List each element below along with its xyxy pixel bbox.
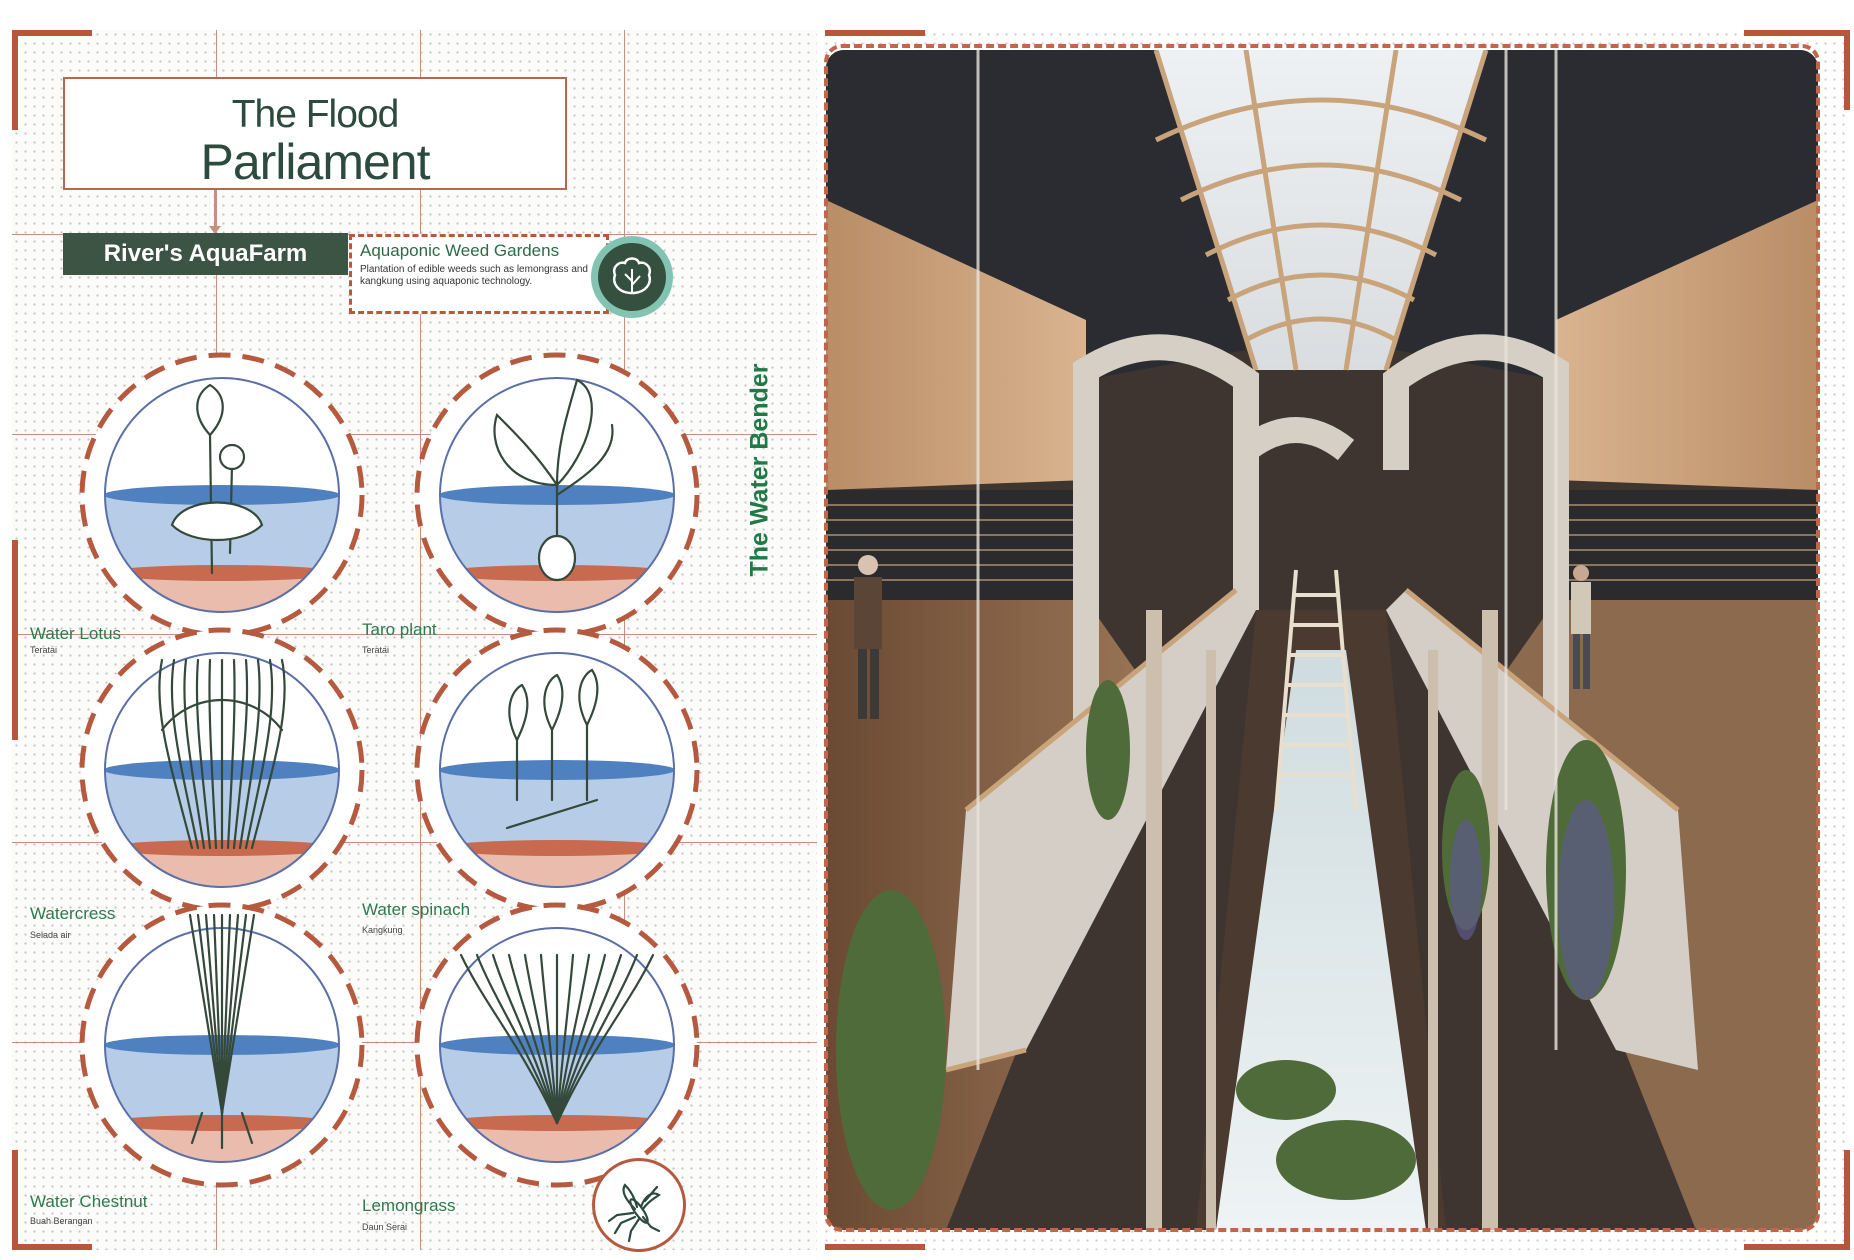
- lotus-icon: [79, 352, 365, 638]
- lettuce-icon: [598, 243, 666, 311]
- plant-label-water-chestnut: Water Chestnut: [30, 1192, 148, 1211]
- interior-atrium-render: [826, 50, 1818, 1230]
- title-line-1: The Flood: [231, 93, 400, 136]
- water-chestnut-icon: [79, 902, 365, 1188]
- section-label: River's AquaFarm: [63, 233, 348, 275]
- taro-icon: [414, 352, 700, 638]
- plant-local-watercress: Selada air: [30, 930, 71, 940]
- plant-label-taro: Taro plant: [362, 620, 437, 639]
- plant-local-lemongrass: Daun Serai: [362, 1222, 408, 1232]
- plant-circles: [79, 352, 700, 1188]
- plant-label-watercress: Watercress: [30, 904, 116, 923]
- plant-local-taro: Teratai: [362, 645, 390, 655]
- aquaponic-title: Aquaponic Weed Gardens: [360, 241, 560, 260]
- plant-local-water-lotus: Teratai: [30, 645, 58, 655]
- watercress-icon: [79, 627, 365, 913]
- plant-local-water-spinach: Kangkung: [362, 925, 403, 935]
- plant-local-water-chestnut: Buah Berangan: [30, 1216, 93, 1226]
- plant-label-water-lotus: Water Lotus: [30, 624, 122, 643]
- title-box: The Flood Parliament: [63, 77, 567, 190]
- aquaponic-description: Plantation of edible weeds such as lemon…: [360, 264, 588, 287]
- mosquito-icon: [592, 1158, 686, 1252]
- plant-label-water-spinach: Water spinach: [362, 900, 471, 919]
- title-line-2: Parliament: [200, 134, 431, 190]
- render-frame: [824, 44, 1820, 1232]
- lemongrass-icon: [414, 902, 700, 1188]
- water-spinach-icon: [414, 627, 700, 913]
- aquaponic-info-box: Aquaponic Weed Gardens Plantation of edi…: [349, 234, 609, 314]
- plant-label-lemongrass: Lemongrass: [362, 1196, 456, 1215]
